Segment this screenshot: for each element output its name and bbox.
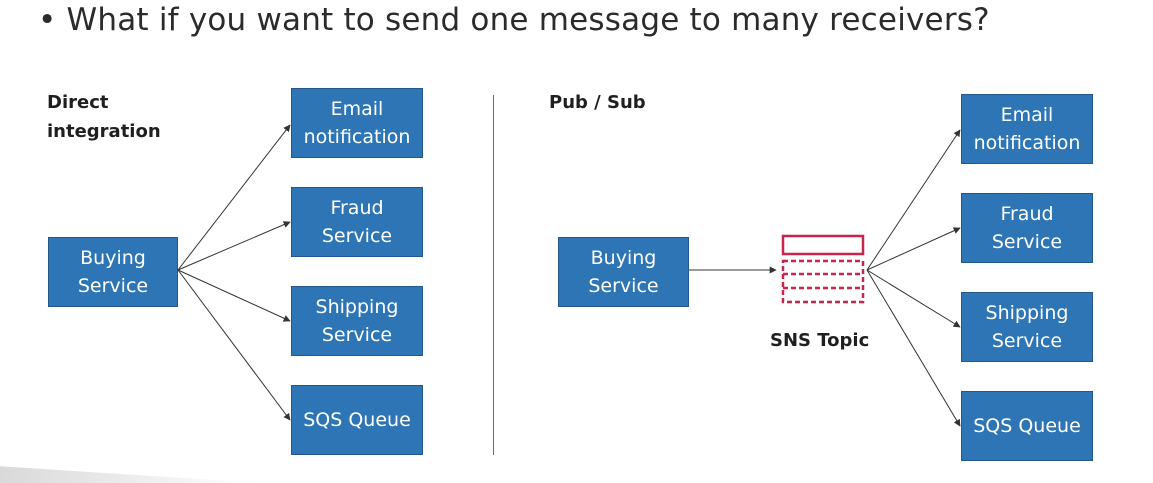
slide-title: • What if you want to send one message t… [38, 2, 990, 38]
left-sqs-queue-box: SQS Queue [291, 385, 423, 455]
right-sqs-queue-box: SQS Queue [961, 391, 1093, 461]
right-fraud-service-box: Fraud Service [961, 193, 1093, 263]
left-buying-service-box: Buying Service [48, 237, 178, 307]
arrow-right-fraud [866, 227, 961, 271]
section-divider [493, 95, 494, 455]
arrow-right-email [866, 129, 961, 271]
right-buying-service-box: Buying Service [558, 237, 689, 307]
sns-topic-label: SNS Topic [770, 330, 870, 351]
pub-sub-heading: Pub / Sub [549, 92, 646, 113]
arrow-right-sqs [866, 269, 961, 427]
left-email-notification-box: Email notification [291, 88, 423, 158]
right-shipping-service-box: Shipping Service [961, 292, 1093, 362]
arrow-left-shipping [177, 269, 291, 322]
left-shipping-service-box: Shipping Service [291, 286, 423, 356]
arrow-right-shipping [866, 269, 961, 328]
sns-topic-icon [781, 234, 865, 304]
direct-integration-heading: Direct integration [47, 92, 161, 142]
arrow-left-sqs [177, 269, 291, 421]
arrow-left-fraud [177, 221, 291, 271]
arrow-left-email [177, 124, 291, 271]
left-fraud-service-box: Fraud Service [291, 187, 423, 257]
right-email-notification-box: Email notification [961, 94, 1093, 164]
